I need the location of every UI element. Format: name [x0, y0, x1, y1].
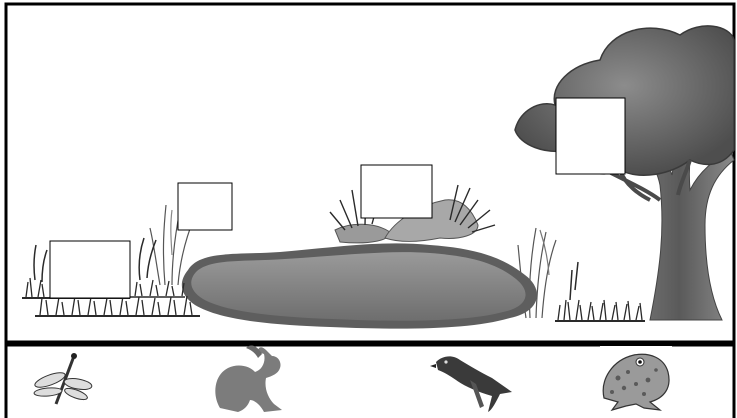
- drop-box-reeds[interactable]: [178, 183, 232, 230]
- pond: [182, 243, 537, 328]
- drop-box-tree[interactable]: [556, 98, 625, 174]
- drop-box-grass-left[interactable]: [50, 241, 130, 298]
- drop-box-rocks[interactable]: [361, 165, 432, 218]
- frog-icon[interactable]: [600, 346, 672, 414]
